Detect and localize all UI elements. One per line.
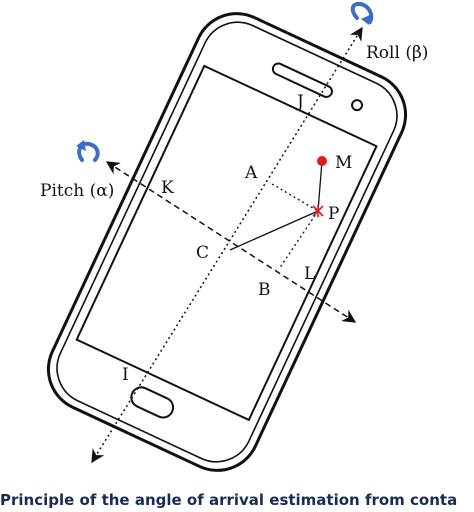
line-cp [229,210,319,251]
point-m [317,156,327,166]
label-m: M [335,153,352,173]
point-p-marker [312,205,324,217]
front-camera [351,99,364,112]
label-l: L [304,264,315,284]
phone-body [46,12,408,472]
label-c: C [196,243,209,263]
pitch-rotation-arrow-icon [76,140,100,162]
projection-line-pa [271,183,319,212]
phone-outer-frame [46,12,408,472]
label-p: P [328,204,339,224]
pitch-axis [105,161,357,323]
roll-label: Roll (β) [366,43,428,63]
home-button [130,386,175,419]
label-b: B [258,280,271,300]
projection-line-pb [278,210,319,270]
pitch-label: Pitch (α) [40,181,114,201]
line-pm [317,160,323,212]
figure-caption: Principle of the angle of arrival estima… [0,491,458,509]
phone-inner-frame [56,21,398,463]
label-i: I [122,365,129,385]
label-k: K [161,178,174,198]
label-a: A [244,163,258,183]
roll-axis [91,26,363,464]
label-j: J [295,92,304,112]
roll-rotation-arrow-icon [350,1,374,25]
